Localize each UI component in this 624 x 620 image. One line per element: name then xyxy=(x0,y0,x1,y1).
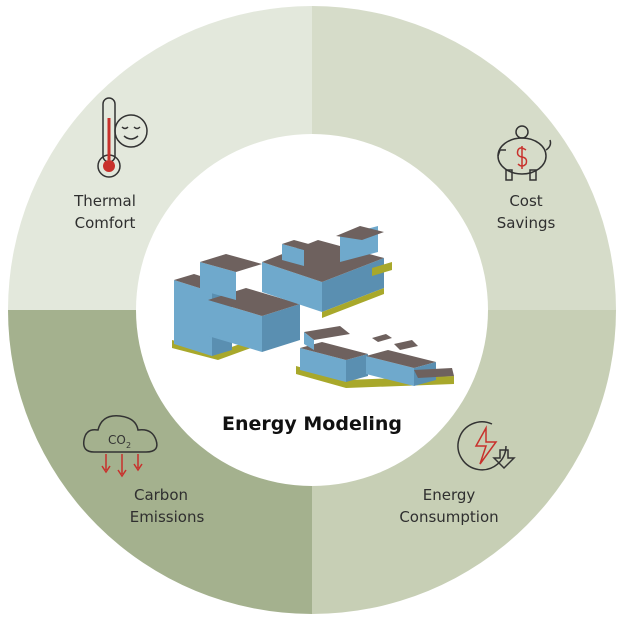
center-circle xyxy=(136,134,488,486)
cost-savings-label-line1: Cost xyxy=(509,192,542,210)
building-model-illustration xyxy=(172,226,454,388)
svg-text:2: 2 xyxy=(126,441,131,450)
energy-modeling-title: Energy Modeling xyxy=(222,413,402,435)
thermal-comfort-label-line1: Thermal xyxy=(73,192,136,210)
cost-savings-label-line2: Savings xyxy=(497,214,556,232)
energy-consumption-label-line2: Consumption xyxy=(399,508,498,526)
piggy-bank-icon xyxy=(497,125,552,181)
thermal-comfort-label-line2: Comfort xyxy=(75,214,136,232)
svg-text:CO: CO xyxy=(108,433,126,447)
carbon-emissions-label-line2: Emissions xyxy=(130,508,205,526)
lightning-down-icon xyxy=(457,421,516,471)
thermometer-smile-icon xyxy=(97,97,148,178)
co2-cloud-icon: CO 2 xyxy=(82,415,158,478)
carbon-emissions-label-line1: Carbon xyxy=(134,486,188,504)
energy-consumption-label-line1: Energy xyxy=(423,486,476,504)
